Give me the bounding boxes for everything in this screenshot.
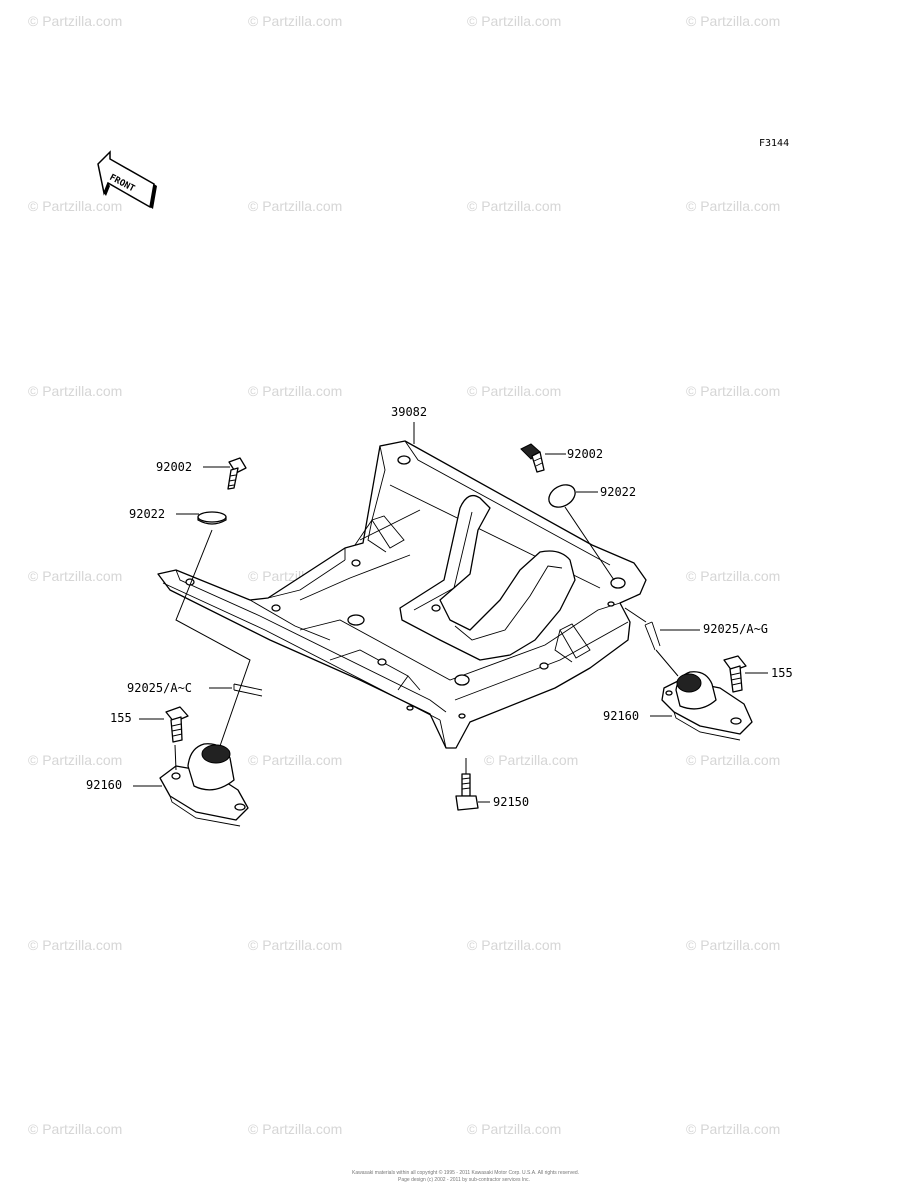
watermark: © Partzilla.com: [28, 752, 122, 768]
watermark: © Partzilla.com: [467, 1121, 561, 1137]
copyright-line-2: Page design (c) 2002 - 2011 by sub-contr…: [398, 1177, 530, 1183]
copyright-line: Kawasaki materials within all copyright …: [352, 1169, 579, 1176]
watermark: © Partzilla.com: [248, 383, 342, 399]
washer-92022-left: [197, 511, 227, 525]
label-clip-92025-right: 92025/A~G: [703, 622, 768, 636]
watermark: © Partzilla.com: [248, 937, 342, 953]
bolt-92002-right: [520, 443, 545, 473]
frame-39082: [157, 440, 647, 749]
watermark: © Partzilla.com: [28, 937, 122, 953]
mount-92160-right: [661, 671, 753, 741]
watermark: © Partzilla.com: [686, 568, 780, 584]
clip-92025-right: [644, 621, 661, 651]
watermark: © Partzilla.com: [28, 1121, 122, 1137]
assembly-line: [175, 529, 251, 747]
label-frame-39082: 39082: [391, 405, 427, 419]
watermark: © Partzilla.com: [686, 937, 780, 953]
label-bolt-155-left: 155: [110, 711, 132, 725]
clip-92025-left: [233, 683, 263, 697]
washer-92022-right: [548, 484, 576, 508]
assembly-line: [624, 607, 679, 677]
watermark: © Partzilla.com: [686, 1121, 780, 1137]
watermark: © Partzilla.com: [686, 383, 780, 399]
assembly-line: [174, 744, 177, 771]
watermark: © Partzilla.com: [467, 937, 561, 953]
mount-92160-left: [159, 743, 249, 827]
assembly-line: [564, 506, 615, 581]
watermark: © Partzilla.com: [28, 568, 122, 584]
bolt-155-right: [723, 655, 747, 693]
label-bolt-92002-right: 92002: [567, 447, 603, 461]
watermark: © Partzilla.com: [248, 198, 342, 214]
bolt-92150: [455, 773, 479, 811]
watermark: © Partzilla.com: [467, 198, 561, 214]
watermark: © Partzilla.com: [686, 13, 780, 29]
label-bolt-92150: 92150: [493, 795, 529, 809]
watermark: © Partzilla.com: [484, 752, 578, 768]
label-mount-92160-right: 92160: [603, 709, 639, 723]
watermark: © Partzilla.com: [28, 198, 122, 214]
watermark: © Partzilla.com: [248, 1121, 342, 1137]
watermark: © Partzilla.com: [686, 752, 780, 768]
watermark: © Partzilla.com: [467, 383, 561, 399]
watermark: © Partzilla.com: [28, 383, 122, 399]
label-clip-92025-left: 92025/A~C: [127, 681, 192, 695]
diagram-code: F3144: [759, 138, 789, 149]
label-mount-92160-left: 92160: [86, 778, 122, 792]
label-bolt-92002-left: 92002: [156, 460, 192, 474]
front-arrow-icon: FRONT: [97, 150, 157, 209]
label-washer-92022-left: 92022: [129, 507, 165, 521]
label-bolt-155-right: 155: [771, 666, 793, 680]
watermark: © Partzilla.com: [686, 198, 780, 214]
watermark: © Partzilla.com: [248, 752, 342, 768]
watermark: © Partzilla.com: [467, 13, 561, 29]
bolt-155-left: [165, 706, 189, 743]
label-washer-92022-right: 92022: [600, 485, 636, 499]
bolt-92002-left: [227, 457, 247, 490]
watermark: © Partzilla.com: [28, 13, 122, 29]
watermark: © Partzilla.com: [248, 13, 342, 29]
